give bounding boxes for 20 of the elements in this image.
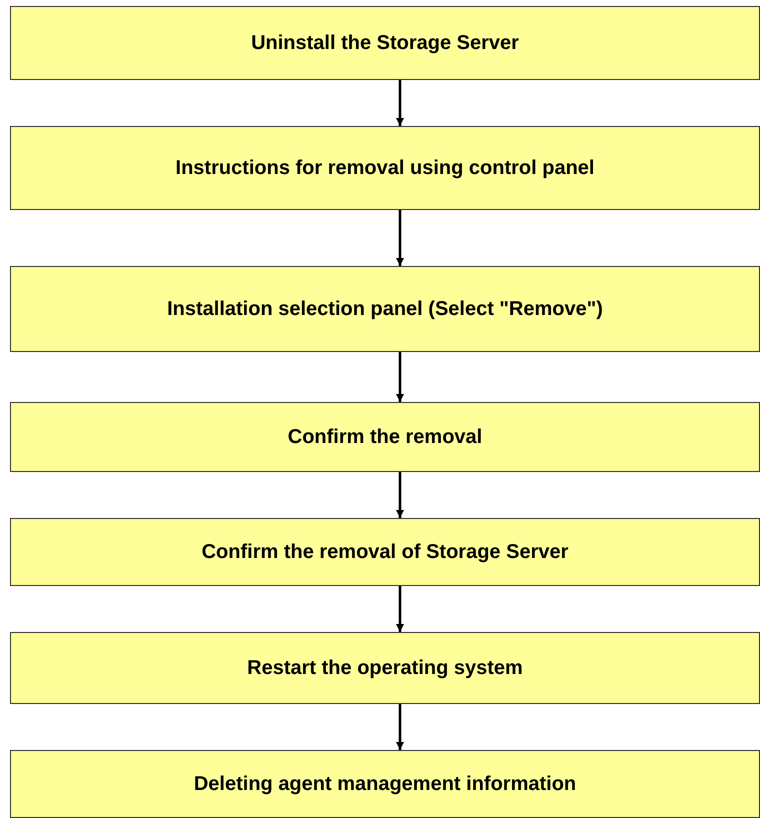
- arrow: [396, 586, 404, 632]
- step-text: Uninstall the Storage Server: [251, 30, 519, 56]
- process-box: [10, 6, 760, 80]
- arrow: [396, 80, 404, 126]
- step-text: Confirm the removal of Storage Server: [202, 540, 568, 564]
- process-box: [10, 632, 760, 704]
- step-text: Deleting agent management information: [194, 772, 576, 796]
- arrow: [396, 704, 404, 750]
- arrow: [396, 472, 404, 518]
- process-box: [10, 402, 760, 472]
- arrow: [396, 210, 404, 266]
- step-text: Instructions for removal using control panel: [176, 156, 594, 180]
- process-box: [10, 750, 760, 818]
- process-box: [10, 266, 760, 352]
- process-box: [10, 126, 760, 210]
- step-text: Restart the operating system: [247, 656, 523, 680]
- process-box: [10, 518, 760, 586]
- step-text: Installation selection panel (Select "Remove"): [167, 296, 603, 322]
- arrow: [396, 352, 404, 402]
- step-text: Confirm the removal: [288, 424, 482, 450]
